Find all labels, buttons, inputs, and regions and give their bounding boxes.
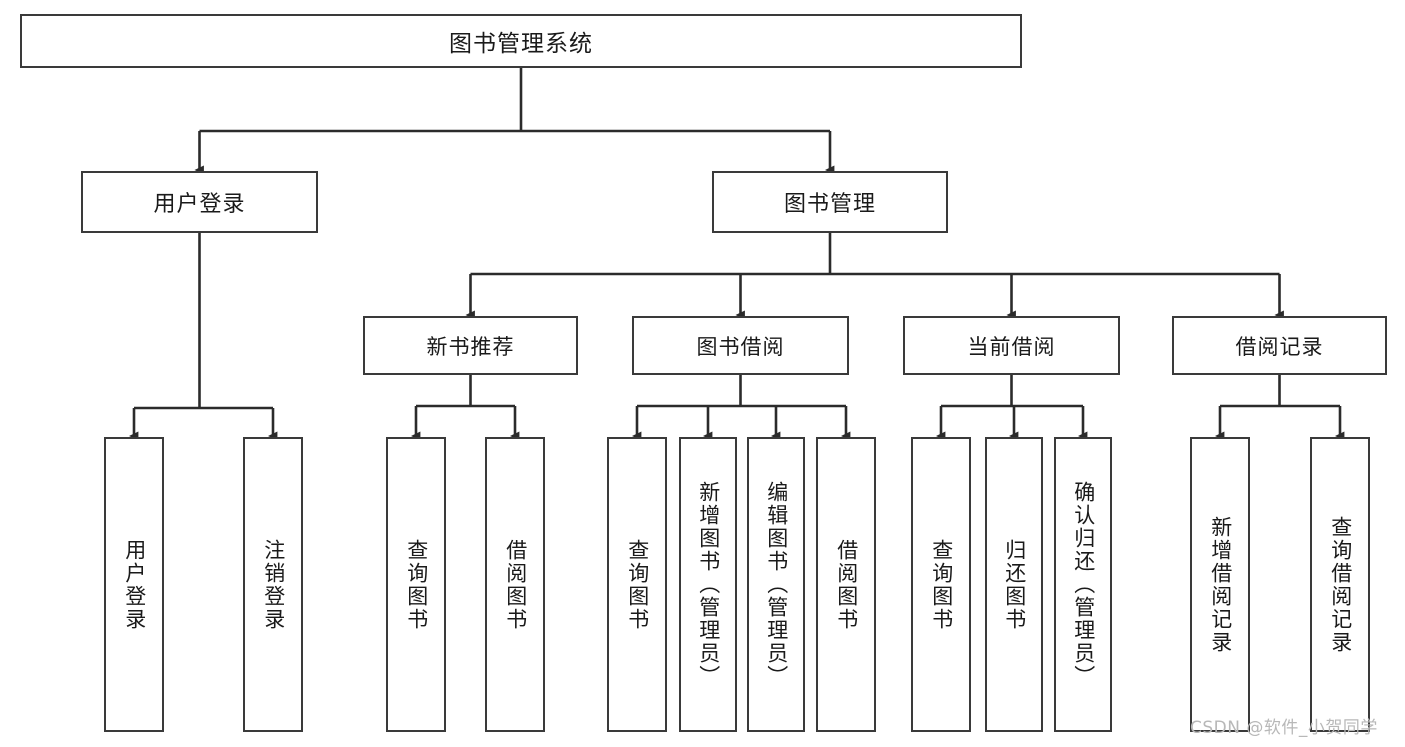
node-leaf-query-book-1[interactable]: 查询图书	[386, 437, 446, 732]
node-label: 归还图书	[1002, 538, 1027, 631]
node-label: 当前借阅	[967, 334, 1056, 359]
node-leaf-query-book-3[interactable]: 查询图书	[911, 437, 971, 732]
node-label: 新增图书（管理员）	[696, 481, 721, 688]
node-current-borrow[interactable]: 当前借阅	[903, 316, 1120, 375]
node-label: 注销登录	[261, 538, 286, 631]
node-leaf-user-login[interactable]: 用户登录	[104, 437, 164, 732]
node-leaf-edit-book[interactable]: 编辑图书（管理员）	[747, 437, 805, 732]
node-leaf-user-logout[interactable]: 注销登录	[243, 437, 303, 732]
node-label: 借阅图书	[503, 538, 528, 631]
node-label: 查询图书	[404, 538, 429, 631]
node-leaf-query-book-2[interactable]: 查询图书	[607, 437, 667, 732]
node-user-login[interactable]: 用户登录	[81, 171, 318, 233]
node-leaf-return-book[interactable]: 归还图书	[985, 437, 1043, 732]
node-book-borrow[interactable]: 图书借阅	[632, 316, 849, 375]
node-label: 图书管理系统	[449, 31, 593, 57]
node-label: 借阅记录	[1235, 334, 1324, 359]
node-leaf-query-record[interactable]: 查询借阅记录	[1310, 437, 1370, 732]
node-leaf-confirm-return[interactable]: 确认归还（管理员）	[1054, 437, 1112, 732]
node-leaf-add-book[interactable]: 新增图书（管理员）	[679, 437, 737, 732]
node-label: 新书推荐	[426, 334, 515, 359]
node-root-图书管理系统[interactable]: 图书管理系统	[20, 14, 1022, 68]
node-label: 用户登录	[153, 192, 246, 217]
node-label: 编辑图书（管理员）	[764, 481, 789, 688]
node-label: 新增借阅记录	[1208, 515, 1233, 654]
node-label: 借阅图书	[834, 538, 859, 631]
node-label: 图书管理	[783, 192, 876, 217]
node-borrow-record[interactable]: 借阅记录	[1172, 316, 1387, 375]
node-label: 图书借阅	[696, 334, 785, 359]
node-label: 查询借阅记录	[1328, 515, 1353, 654]
node-leaf-add-record[interactable]: 新增借阅记录	[1190, 437, 1250, 732]
node-leaf-borrow-book-1[interactable]: 借阅图书	[485, 437, 545, 732]
node-new-book-recommend[interactable]: 新书推荐	[363, 316, 578, 375]
node-book-manage[interactable]: 图书管理	[712, 171, 948, 233]
node-leaf-borrow-book-2[interactable]: 借阅图书	[816, 437, 876, 732]
node-label: 确认归还（管理员）	[1071, 481, 1096, 688]
node-label: 查询图书	[929, 538, 954, 631]
node-label: 查询图书	[625, 538, 650, 631]
csdn-watermark: CSDN @软件_小贺同学	[1190, 718, 1378, 738]
node-label: 用户登录	[122, 538, 147, 631]
